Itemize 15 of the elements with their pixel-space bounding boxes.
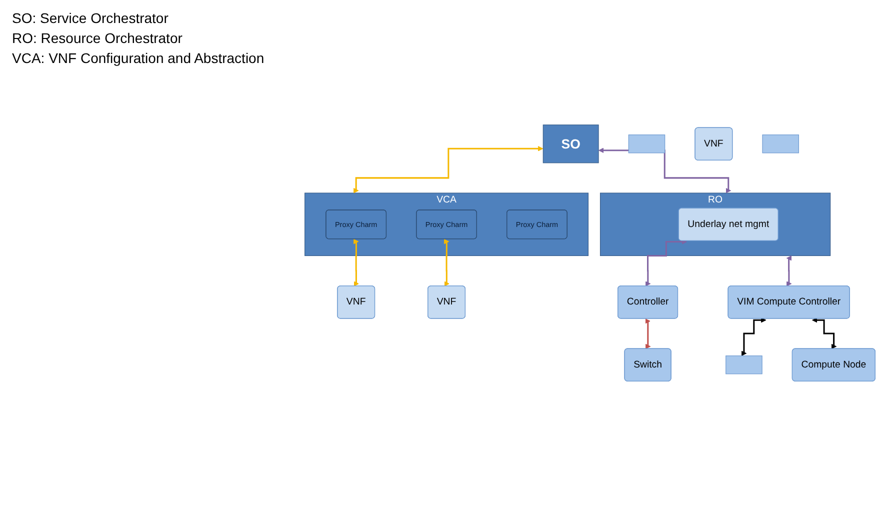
arrow [645, 239, 687, 286]
node-box [762, 134, 799, 154]
node-box [726, 356, 762, 374]
arrow [353, 238, 359, 286]
abbreviation-note: RO: Resource Orchestrator [12, 29, 184, 48]
arrow [786, 256, 792, 286]
arrow [353, 146, 544, 194]
arrow [444, 238, 450, 286]
node-box: SO [542, 124, 599, 164]
abbreviation-note: SO: Service Orchestrator [12, 9, 170, 28]
arrow [741, 317, 766, 356]
abbreviation-note: VCA: VNF Configuration and Abstraction [12, 49, 264, 68]
arrow [645, 318, 651, 350]
node-box [628, 134, 666, 154]
arrow [812, 317, 837, 350]
